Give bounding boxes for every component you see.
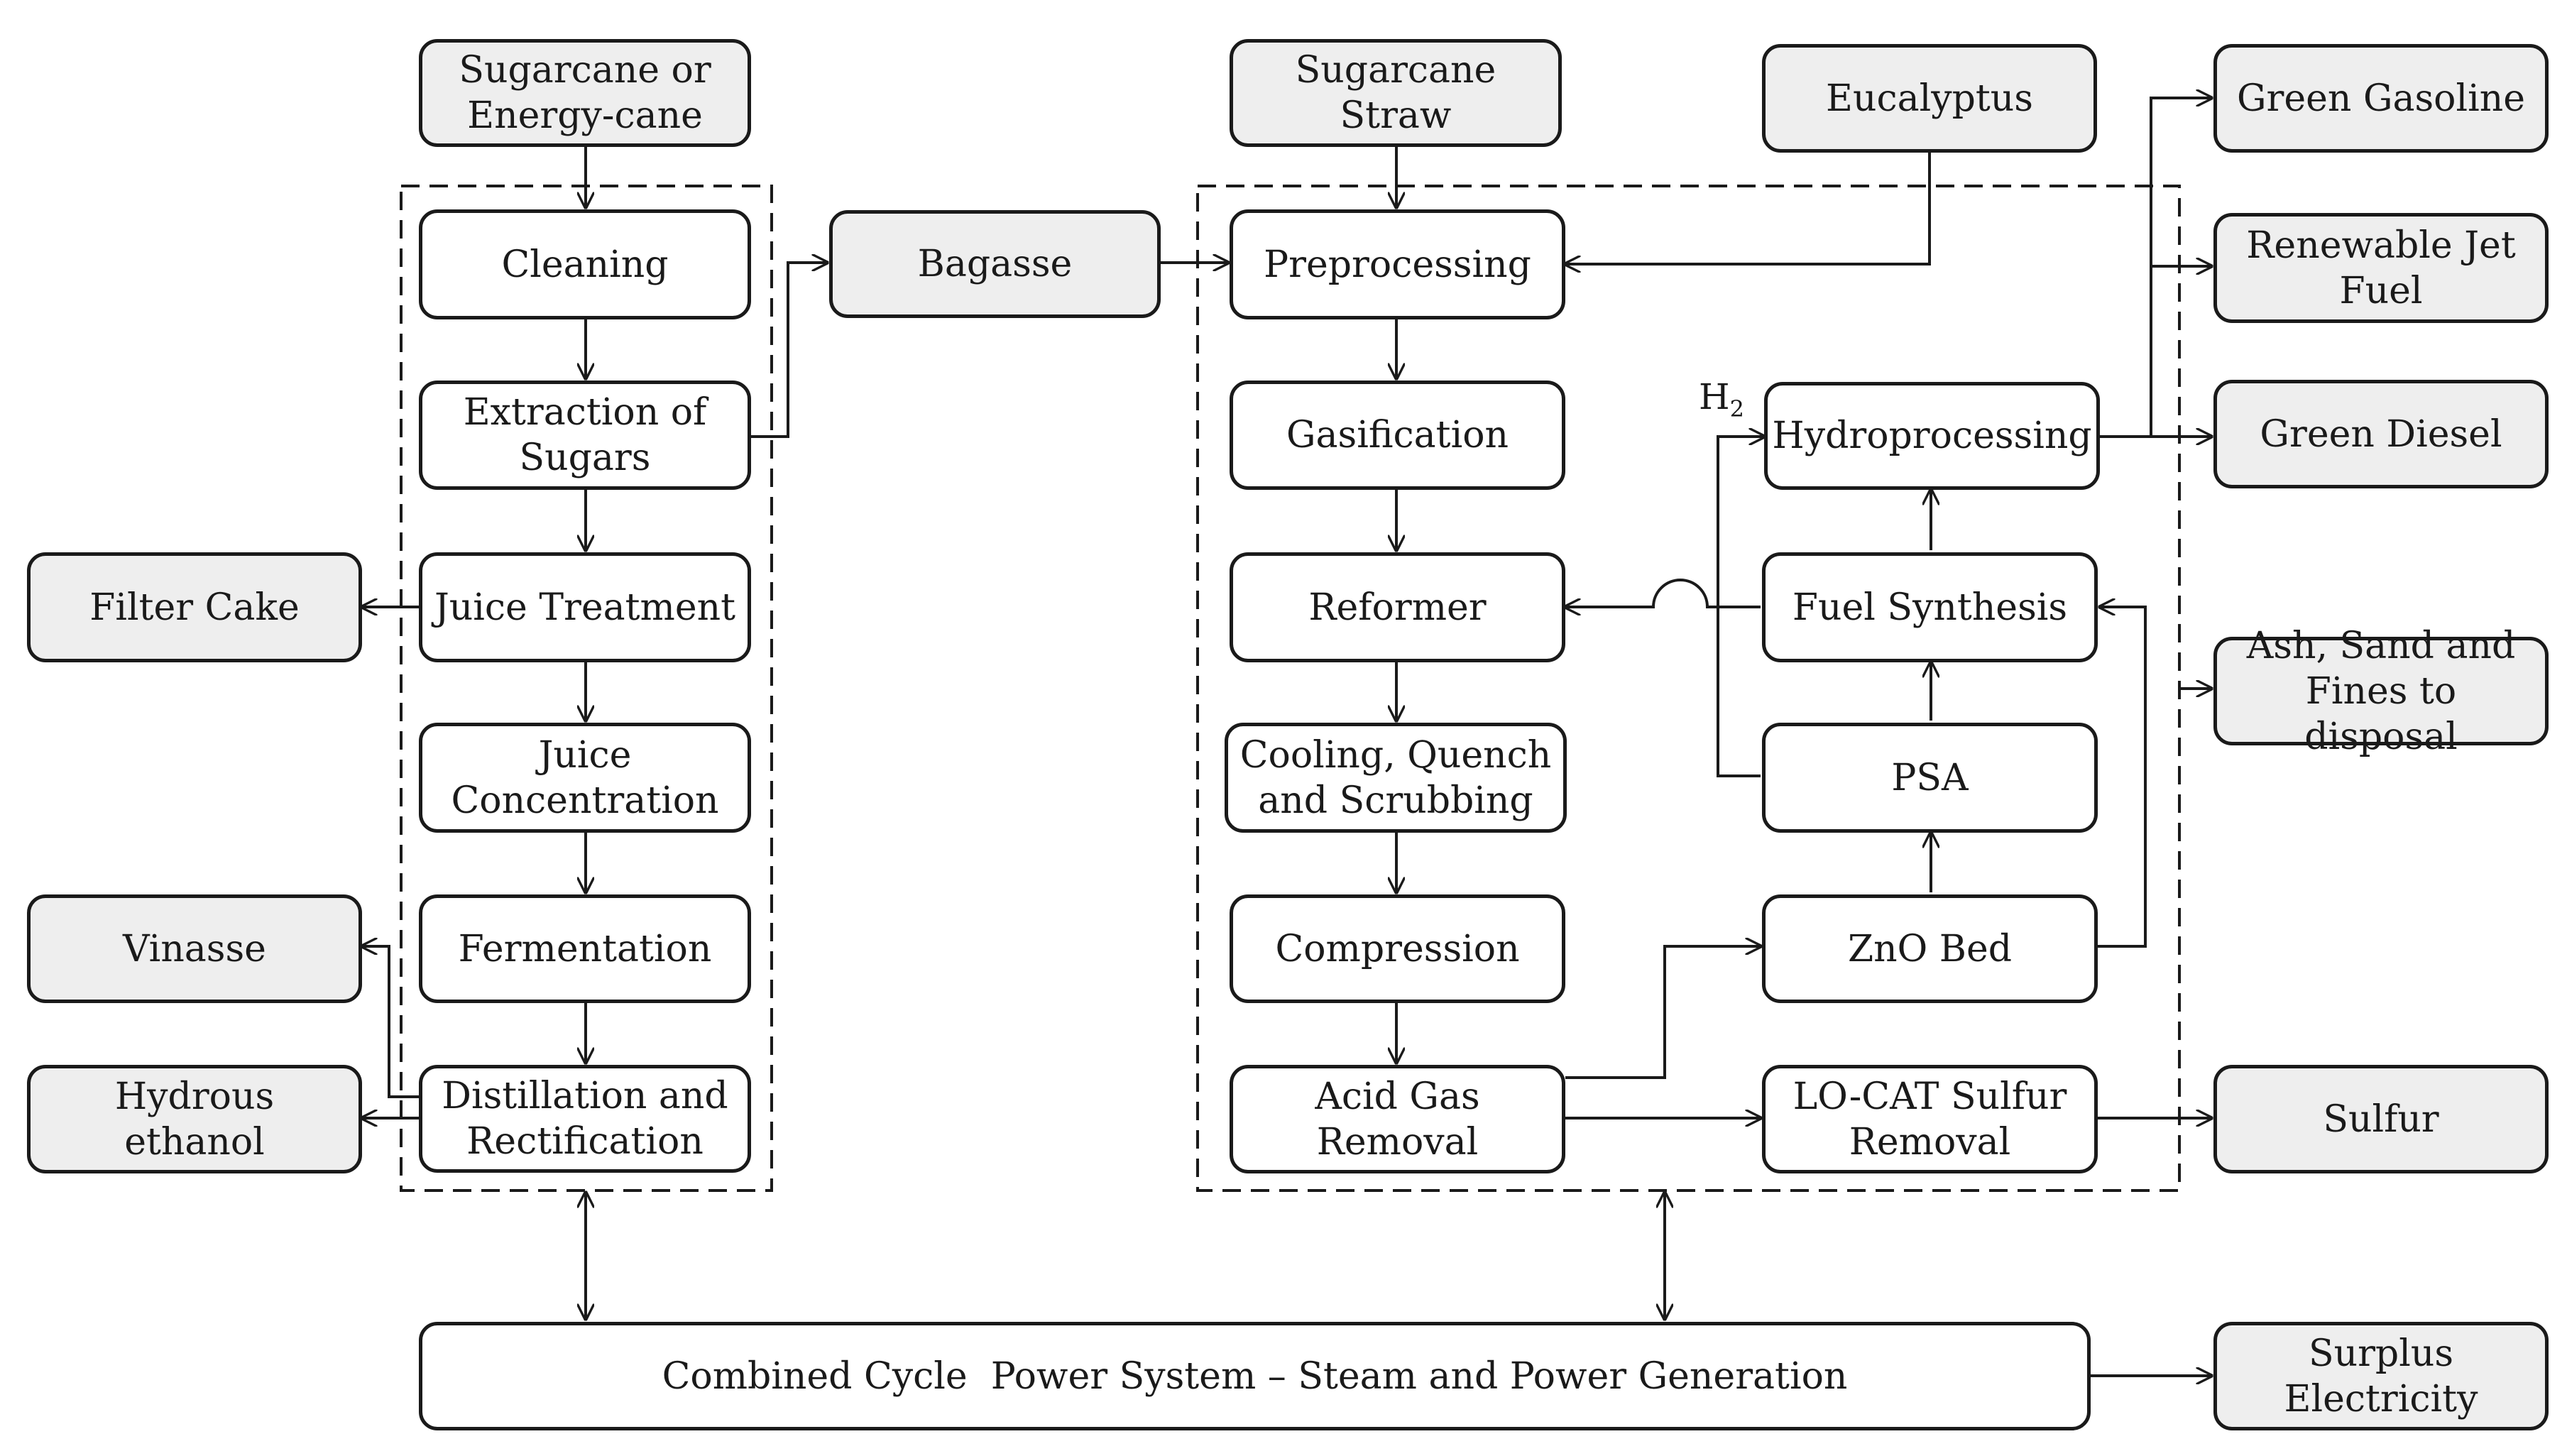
compression-box: Compression [1230, 894, 1565, 1003]
locat-box: LO-CAT Sulfur Removal [1762, 1065, 2098, 1173]
surplus-electricity-label: Surplus Electricity [2284, 1332, 2478, 1421]
arrow-eucalyptus-to-preprocessing [1565, 153, 1931, 264]
acid-gas-label: Acid Gas Removal [1315, 1075, 1480, 1164]
cleaning-label: Cleaning [501, 243, 669, 286]
reformer-box: Reformer [1230, 552, 1565, 662]
fuel-synthesis-box: Fuel Synthesis [1762, 552, 2098, 662]
arrow-to-jet-fuel [2150, 266, 2211, 437]
hydrous-ethanol-label: Hydrous ethanol [114, 1075, 275, 1164]
cleaning-box: Cleaning [419, 209, 751, 319]
psa-box: PSA [1762, 723, 2098, 833]
vinasse-label: Vinasse [123, 927, 266, 970]
arrow-to-vinasse [362, 946, 419, 1098]
green-diesel-box: Green Diesel [2213, 380, 2549, 488]
cooling-label: Cooling, Quench and Scrubbing [1239, 733, 1552, 822]
eucalyptus-label: Eucalyptus [1826, 77, 2033, 120]
surplus-electricity-box: Surplus Electricity [2213, 1322, 2549, 1430]
hydrous-ethanol-box: Hydrous ethanol [27, 1065, 362, 1173]
zno-bed-label: ZnO Bed [1847, 927, 2013, 970]
combined-cycle-label: Combined Cycle Power System – Steam and … [662, 1354, 1848, 1398]
extraction-label: Extraction of Sugars [463, 391, 707, 479]
arrow-to-green-gasoline [2150, 98, 2211, 266]
fermentation-box: Fermentation [419, 894, 751, 1003]
bagasse-label: Bagasse [917, 243, 1073, 285]
vinasse-box: Vinasse [27, 894, 362, 1003]
straw-input-box: Sugarcane Straw [1230, 39, 1562, 147]
hydroprocessing-box: Hydroprocessing [1764, 382, 2100, 490]
ash-disposal-label: Ash, Sand and Fines to disposal [2246, 624, 2516, 758]
juice-concentration-label: Juice Concentration [451, 733, 719, 822]
extraction-box: Extraction of Sugars [419, 381, 751, 490]
green-gasoline-label: Green Gasoline [2236, 77, 2526, 120]
jet-fuel-box: Renewable Jet Fuel [2213, 213, 2549, 323]
preprocessing-box: Preprocessing [1230, 209, 1565, 319]
eucalyptus-input-box: Eucalyptus [1762, 44, 2097, 153]
reformer-label: Reformer [1308, 586, 1487, 629]
green-diesel-label: Green Diesel [2260, 412, 2502, 456]
arrow-extraction-to-bagasse [751, 263, 827, 438]
juice-concentration-box: Juice Concentration [419, 723, 751, 833]
bagasse-box: Bagasse [829, 210, 1161, 318]
compression-label: Compression [1275, 927, 1520, 970]
filter-cake-box: Filter Cake [27, 552, 362, 662]
sulfur-label: Sulfur [2323, 1098, 2439, 1141]
distillation-box: Distillation and Rectification [419, 1065, 751, 1173]
straw-label: Sugarcane Straw [1295, 49, 1496, 137]
psa-label: PSA [1891, 756, 1969, 799]
juice-treatment-label: Juice Treatment [434, 586, 736, 629]
arrow-psa-h2-to-hydroprocessing [1717, 437, 1764, 777]
distillation-label: Distillation and Rectification [442, 1075, 728, 1163]
sugarcane-label: Sugarcane or Energy-cane [459, 49, 711, 137]
preprocessing-label: Preprocessing [1264, 243, 1531, 286]
locat-label: LO-CAT Sulfur Removal [1792, 1075, 2067, 1164]
arrow-zno-to-fuel-synthesis [2098, 607, 2147, 948]
jet-fuel-label: Renewable Jet Fuel [2246, 224, 2516, 312]
btl-process-boundary [1196, 185, 2181, 1192]
gasification-box: Gasification [1230, 381, 1565, 490]
filter-cake-label: Filter Cake [89, 586, 300, 629]
juice-treatment-box: Juice Treatment [419, 552, 751, 662]
hydroprocessing-label: Hydroprocessing [1772, 415, 2092, 457]
h2-label: H2 [1699, 376, 1744, 422]
zno-bed-box: ZnO Bed [1762, 894, 2098, 1003]
sugarcane-input-box: Sugarcane or Energy-cane [419, 39, 751, 147]
arrow-fuel-synthesis-to-reformer [1565, 579, 1761, 607]
gasification-label: Gasification [1286, 414, 1509, 456]
combined-cycle-box: Combined Cycle Power System – Steam and … [419, 1322, 2091, 1430]
ash-disposal-box: Ash, Sand and Fines to disposal [2213, 625, 2549, 758]
arrow-acid-gas-to-zno [1565, 946, 1761, 1079]
cooling-box: Cooling, Quench and Scrubbing [1225, 723, 1567, 833]
green-gasoline-box: Green Gasoline [2213, 44, 2549, 153]
fermentation-label: Fermentation [458, 927, 712, 970]
fuel-synthesis-label: Fuel Synthesis [1792, 586, 2068, 629]
acid-gas-box: Acid Gas Removal [1230, 1065, 1565, 1173]
sulfur-box: Sulfur [2213, 1065, 2549, 1173]
